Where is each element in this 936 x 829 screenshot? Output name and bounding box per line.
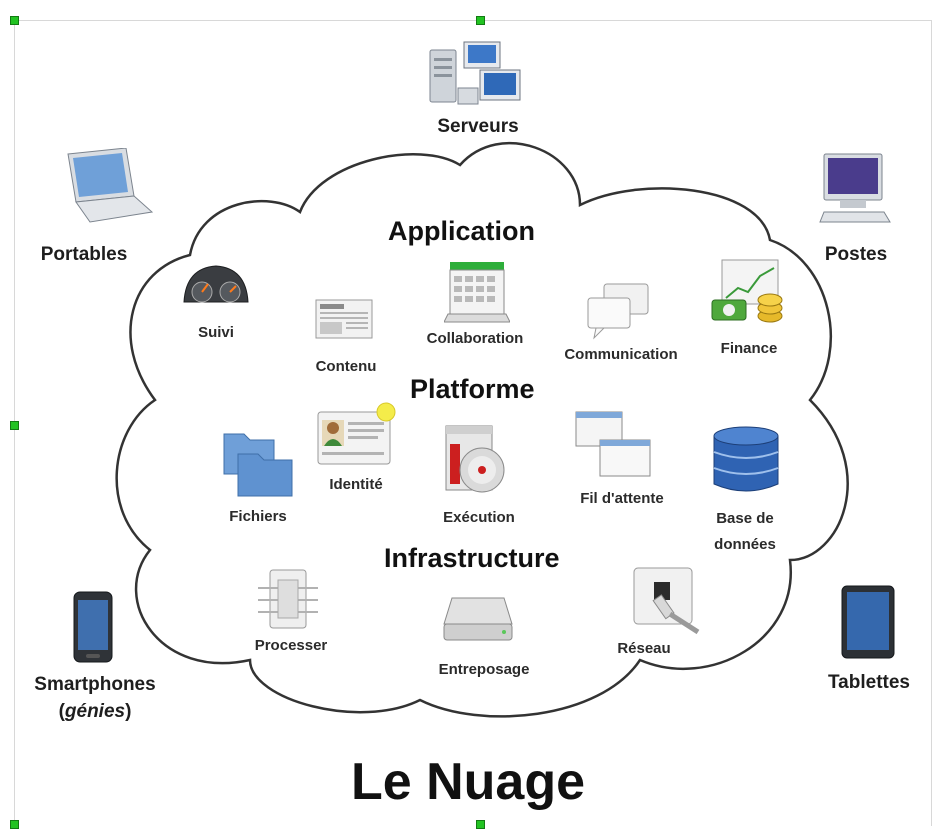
label-smartphones-note-close: ) [125, 701, 132, 722]
newspaper-icon [315, 299, 373, 339]
label-content: Contenu [315, 358, 377, 375]
label-database-line1: Base de [716, 510, 774, 527]
section-application: Application [388, 216, 535, 246]
calendar-icon [444, 262, 510, 323]
label-files: Fichiers [229, 508, 287, 525]
folders-icon [223, 433, 293, 497]
finance-chart-icon [711, 259, 783, 323]
resize-handle-top-left[interactable] [10, 16, 19, 25]
id-card-icon [317, 402, 396, 465]
desktop-icon [819, 153, 891, 223]
label-database-line2: données [714, 536, 776, 553]
laptop-icon [67, 148, 154, 223]
label-laptops: Portables [40, 244, 128, 265]
label-network: Réseau [617, 640, 671, 657]
label-identity: Identité [329, 476, 383, 493]
queue-windows-icon [575, 411, 651, 477]
label-smartphones: Smartphones [34, 674, 156, 695]
label-monitoring: Suivi [198, 324, 234, 341]
label-runtime: Exécution [443, 509, 515, 526]
database-icon [713, 426, 779, 492]
label-servers: Serveurs [437, 116, 519, 137]
label-collaboration: Collaboration [426, 330, 524, 347]
label-storage: Entreposage [438, 661, 530, 678]
label-smartphones-note-open: ( [58, 701, 65, 722]
selection-frame-right [931, 20, 932, 826]
network-plug-icon [633, 567, 700, 635]
dashboard-gauge-icon [183, 265, 249, 303]
label-desktops: Postes [824, 244, 888, 265]
label-smartphones-note-text: génies [64, 701, 126, 722]
software-box-icon [445, 425, 505, 493]
tablet-icon [841, 585, 895, 659]
diagram-title: Le Nuage [350, 753, 586, 811]
section-infrastructure: Infrastructure [384, 543, 560, 573]
selection-frame-top [14, 20, 932, 21]
label-tablets: Tablettes [827, 672, 910, 693]
section-platform: Platforme [410, 374, 535, 404]
label-smartphones-note: (génies) [40, 701, 150, 723]
resize-handle-top-center[interactable] [476, 16, 485, 25]
speech-bubbles-icon [587, 283, 649, 340]
server-icon [429, 41, 521, 105]
hard-drive-icon [443, 597, 513, 641]
label-queue: Fil d'attente [580, 490, 664, 507]
processor-chip-icon [258, 569, 318, 629]
label-finance: Finance [720, 340, 778, 357]
resize-handle-middle-left[interactable] [10, 421, 19, 430]
label-communication: Communication [564, 346, 678, 363]
smartphone-icon [73, 591, 113, 663]
label-compute: Processer [254, 637, 328, 654]
